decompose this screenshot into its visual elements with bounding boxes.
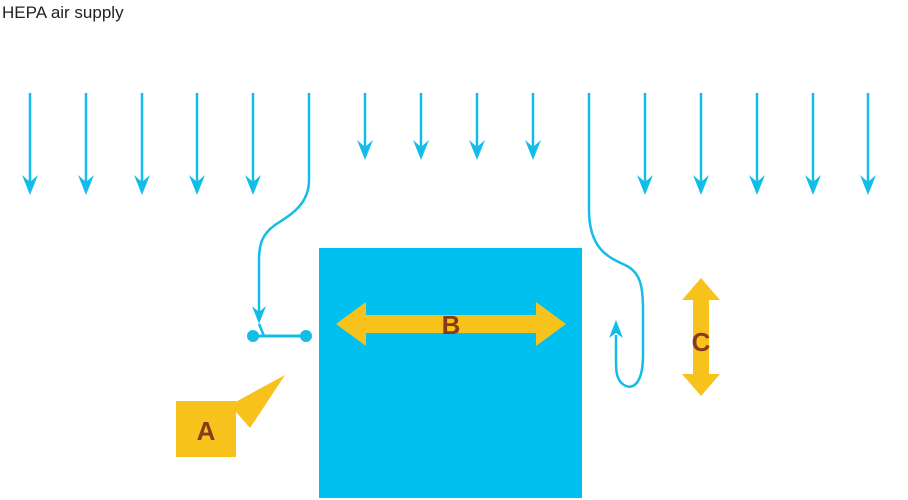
deflected-airflow-path (257, 93, 311, 312)
airflow-arrows-left (22, 93, 261, 195)
deflected-airflow-head (252, 306, 266, 324)
airflow-arrow-head (860, 175, 876, 195)
airflow-arrow-head (469, 140, 485, 160)
deflected-airflow-right (587, 93, 645, 388)
airflow-arrow-head (525, 140, 541, 160)
label-a: A (197, 416, 216, 446)
airflow-arrow-head (413, 140, 429, 160)
airflow-arrow-head (134, 175, 150, 195)
double-arrow-b (336, 302, 566, 346)
measurement-dot-left (247, 330, 259, 342)
measurement-bar-link (257, 323, 266, 337)
airflow-arrow-head (637, 175, 653, 195)
callout-a-box (176, 401, 236, 457)
airflow-arrow-head (357, 140, 373, 160)
label-c: C (692, 327, 711, 357)
measurement-dot-right (300, 330, 312, 342)
callout-c: C (682, 278, 720, 396)
airflow-arrow-head (749, 175, 765, 195)
airflow-arrow-head (805, 175, 821, 195)
page-title: HEPA air supply (2, 3, 124, 22)
deflected-airflow-left (247, 93, 312, 342)
airflow-arrow-head (693, 175, 709, 195)
airflow-arrow-head (78, 175, 94, 195)
label-b: B (442, 310, 461, 340)
airflow-arrow-head (245, 175, 261, 195)
airflow-arrow-head (22, 175, 38, 195)
equipment-block (319, 248, 582, 498)
callout-b: B (336, 302, 566, 346)
airflow-arrows-middle (357, 93, 541, 160)
callout-a-pointer (230, 375, 285, 428)
airflow-arrows-right (637, 93, 876, 195)
callout-a: A (176, 375, 285, 457)
deflected-airflow-path (587, 93, 645, 388)
double-arrow-c (682, 278, 720, 396)
airflow-arrow-head (189, 175, 205, 195)
deflected-airflow-head (609, 320, 623, 338)
